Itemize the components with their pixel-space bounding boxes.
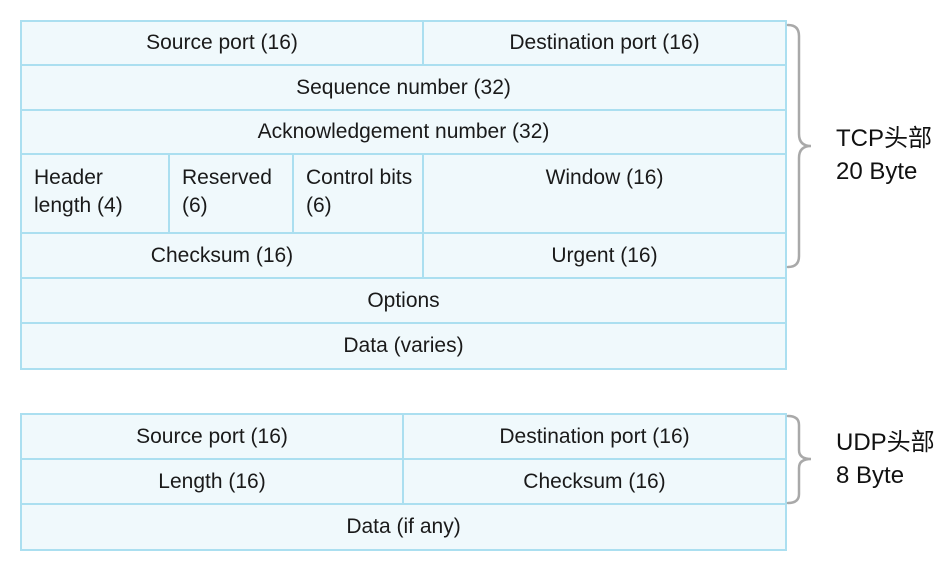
tcp-row-checksum: Checksum (16) Urgent (16)	[22, 234, 785, 279]
udp-header-table: Source port (16) Destination port (16) L…	[20, 413, 787, 551]
tcp-cell-source-port: Source port (16)	[22, 22, 424, 64]
tcp-cell-data: Data (varies)	[22, 324, 785, 368]
udp-cell-destination-port: Destination port (16)	[404, 415, 785, 458]
tcp-brace-icon	[786, 23, 812, 269]
tcp-brace-label-line2: 20 Byte	[836, 158, 918, 185]
tcp-brace-label-line1: TCP头部	[836, 125, 932, 152]
udp-cell-data: Data (if any)	[22, 505, 785, 549]
tcp-row-options: Options	[22, 279, 785, 324]
tcp-row-ack: Acknowledgement number (32)	[22, 111, 785, 155]
tcp-cell-destination-port: Destination port (16)	[424, 22, 785, 64]
tcp-cell-window: Window (16)	[424, 155, 785, 232]
tcp-cell-urgent: Urgent (16)	[424, 234, 785, 277]
tcp-cell-control-bits: Control bits (6)	[294, 155, 424, 232]
tcp-cell-options: Options	[22, 279, 785, 322]
udp-brace-icon	[786, 414, 812, 505]
tcp-brace-label: TCP头部 20 Byte	[836, 122, 932, 188]
udp-brace-label: UDP头部 8 Byte	[836, 426, 935, 492]
udp-cell-source-port: Source port (16)	[22, 415, 404, 458]
tcp-row-data: Data (varies)	[22, 324, 785, 368]
tcp-row-ports: Source port (16) Destination port (16)	[22, 22, 785, 66]
udp-cell-checksum: Checksum (16)	[404, 460, 785, 503]
udp-cell-length: Length (16)	[22, 460, 404, 503]
tcp-header-table: Source port (16) Destination port (16) S…	[20, 20, 787, 370]
tcp-cell-checksum: Checksum (16)	[22, 234, 424, 277]
tcp-row-sequence: Sequence number (32)	[22, 66, 785, 111]
udp-row-data: Data (if any)	[22, 505, 785, 549]
tcp-cell-acknowledgement-number: Acknowledgement number (32)	[22, 111, 785, 153]
tcp-cell-header-length: Header length (4)	[22, 155, 170, 232]
udp-brace-label-line1: UDP头部	[836, 429, 935, 456]
udp-brace-label-line2: 8 Byte	[836, 462, 905, 489]
udp-row-ports: Source port (16) Destination port (16)	[22, 415, 785, 460]
tcp-row-flags: Header length (4) Reserved (6) Control b…	[22, 155, 785, 234]
udp-row-length-checksum: Length (16) Checksum (16)	[22, 460, 785, 505]
tcp-cell-reserved: Reserved (6)	[170, 155, 294, 232]
tcp-cell-sequence-number: Sequence number (32)	[22, 66, 785, 109]
